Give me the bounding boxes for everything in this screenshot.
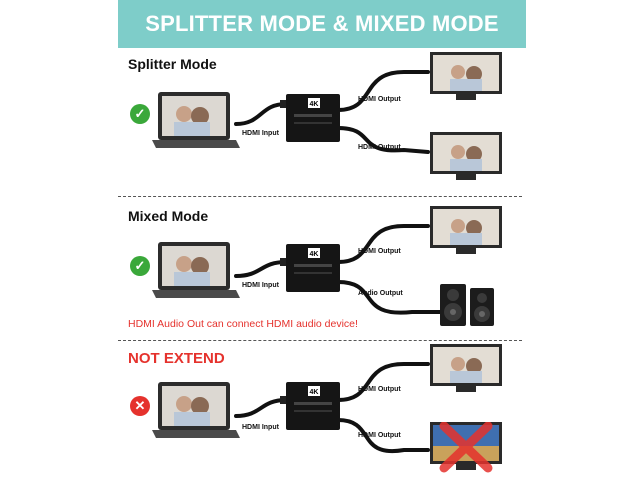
device-badge-2: 4K	[310, 251, 319, 258]
hdmi-output-label-1b: HDMI Output	[358, 144, 401, 151]
hdmi-output-label-3b: HDMI Output	[358, 432, 401, 439]
connector-3	[280, 396, 288, 404]
laptop-2	[152, 242, 240, 298]
speakers-icon	[440, 284, 494, 326]
device-badge-1: 4K	[310, 101, 319, 108]
hdmi-input-cable-2	[234, 260, 288, 278]
hdmi-input-cable-1	[234, 102, 288, 126]
divider-1	[118, 196, 522, 197]
device-badge-3: 4K	[310, 389, 319, 396]
audio-output-cable-2b	[336, 280, 442, 315]
hdmi-input-label-3: HDMI Input	[242, 424, 279, 431]
hdmi-output-cable-1a	[336, 70, 430, 112]
splitter-device-3: 4K	[286, 382, 340, 430]
splitter-device-2: 4K	[286, 244, 340, 292]
not-supported-x-icon	[439, 422, 493, 473]
check-icon: ✓	[130, 104, 150, 124]
hdmi-output-cable-1b	[336, 126, 430, 154]
connector-1	[280, 100, 288, 108]
hdmi-input-cable-3	[234, 398, 288, 418]
hdmi-output-cable-3a	[336, 362, 430, 402]
hdmi-output-label-1a: HDMI Output	[358, 96, 401, 103]
monitor-3b-no-signal	[430, 422, 502, 473]
monitor-1b	[430, 132, 502, 180]
section-title-mixed: Mixed Mode	[128, 208, 209, 224]
audio-output-label-2b: Audio Output	[358, 290, 403, 297]
laptop-1	[152, 92, 240, 148]
header-banner: SPLITTER MODE & MIXED MODE	[118, 0, 526, 48]
hdmi-output-label-3a: HDMI Output	[358, 386, 401, 393]
hdmi-output-cable-2a	[336, 224, 430, 264]
hdmi-input-label-2: HDMI Input	[242, 282, 279, 289]
splitter-device-1: 4K	[286, 94, 340, 142]
banner-title: SPLITTER MODE & MIXED MODE	[145, 11, 499, 36]
monitor-2a	[430, 206, 502, 254]
laptop-3	[152, 382, 240, 438]
hdmi-input-label-1: HDMI Input	[242, 130, 279, 137]
audio-note: HDMI Audio Out can connect HDMI audio de…	[128, 318, 358, 330]
connector-2	[280, 258, 288, 266]
monitor-1a	[430, 52, 502, 100]
section-title-splitter: Splitter Mode	[128, 56, 217, 72]
hdmi-output-label-2a: HDMI Output	[358, 248, 401, 255]
section-title-not-extend: NOT EXTEND	[128, 350, 225, 367]
hdmi-output-cable-3b	[336, 418, 430, 454]
check-icon: ✓	[130, 256, 150, 276]
monitor-3a	[430, 344, 502, 392]
cross-icon: ✕	[130, 396, 150, 416]
divider-2	[118, 340, 522, 341]
